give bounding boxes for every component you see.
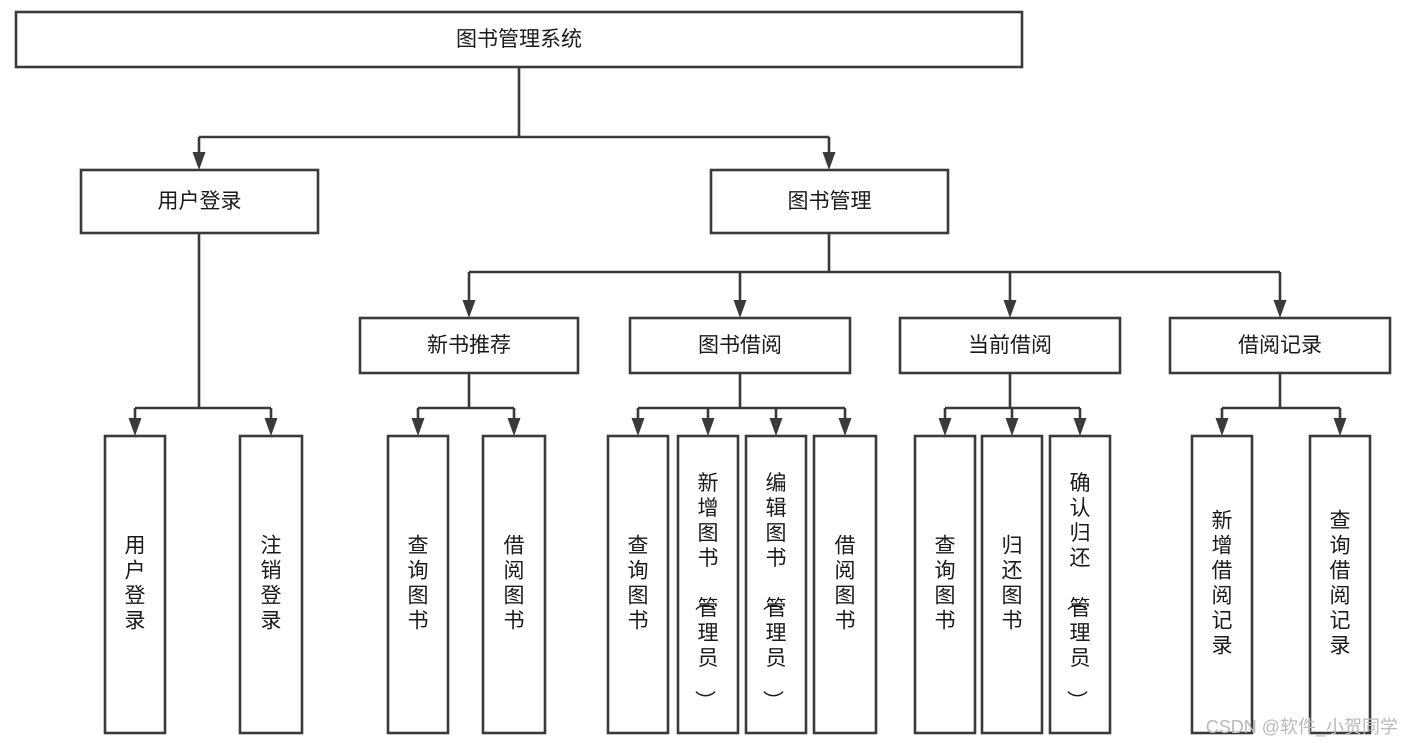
node-leaf-return-book[interactable]: 归还图书	[980, 434, 1044, 735]
node-box	[812, 434, 878, 735]
node-leaf-query-book-2[interactable]: 查询图书	[606, 434, 670, 735]
node-box	[1168, 316, 1392, 375]
node-leaf-logout[interactable]: 注销登录	[238, 434, 304, 735]
node-box	[676, 434, 740, 735]
node-label: 查询图书	[935, 535, 956, 633]
node-leaf-add-book[interactable]: 新增图书（管理员）	[676, 434, 740, 735]
node-label: 新书推荐	[427, 334, 511, 357]
node-label: 当前借阅	[968, 334, 1052, 357]
node-borrow-record[interactable]: 借阅记录	[1168, 316, 1392, 375]
node-box	[628, 316, 852, 375]
connector-new-book-rec	[411, 373, 521, 436]
node-label: 新增图书（管理员）	[693, 472, 719, 711]
node-label: 确认归还（管理员）	[1065, 472, 1091, 711]
node-box	[980, 434, 1044, 735]
node-box	[79, 168, 320, 235]
node-book-manage[interactable]: 图书管理	[709, 168, 950, 235]
node-leaf-confirm-return[interactable]: 确认归还（管理员）	[1048, 434, 1112, 735]
node-leaf-edit-book[interactable]: 编辑图书（管理员）	[744, 434, 808, 735]
node-user-login[interactable]: 用户登录	[79, 168, 320, 235]
node-box	[898, 316, 1122, 375]
node-box	[1308, 434, 1372, 735]
node-layer: 图书管理系统用户登录图书管理新书推荐图书借阅当前借阅借阅记录用户登录注销登录查询…	[14, 10, 1392, 735]
node-label: 编辑图书（管理员）	[761, 472, 787, 711]
connector-layer	[128, 67, 1347, 436]
node-box	[913, 434, 977, 735]
node-label: 查询图书	[408, 535, 429, 633]
watermark-label: CSDN @软件_小贺同学	[1206, 717, 1398, 738]
node-label: 借阅图书	[504, 535, 525, 633]
node-leaf-user-login[interactable]: 用户登录	[103, 434, 167, 735]
node-box	[1048, 434, 1112, 735]
connector-book-borrow	[631, 373, 852, 436]
node-leaf-query-record[interactable]: 查询借阅记录	[1308, 434, 1372, 735]
node-label: 新增借阅记录	[1212, 510, 1233, 658]
node-leaf-query-book-3[interactable]: 查询图书	[913, 434, 977, 735]
node-label: 归还图书	[1002, 535, 1023, 633]
node-root[interactable]: 图书管理系统	[14, 10, 1024, 69]
node-label: 借阅图书	[835, 535, 856, 633]
node-label: 注销登录	[261, 535, 282, 633]
node-label: 查询借阅记录	[1330, 510, 1351, 658]
connector-user-login	[128, 233, 278, 436]
node-label: 借阅记录	[1238, 334, 1322, 357]
node-book-borrow[interactable]: 图书借阅	[628, 316, 852, 375]
node-leaf-borrow-book-1[interactable]: 借阅图书	[481, 434, 547, 735]
node-leaf-query-book-1[interactable]: 查询图书	[386, 434, 450, 735]
node-label: 图书管理	[788, 190, 872, 213]
node-box	[709, 168, 950, 235]
node-leaf-add-record[interactable]: 新增借阅记录	[1190, 434, 1254, 735]
node-label: 图书借阅	[698, 334, 782, 357]
node-box	[386, 434, 450, 735]
node-box	[606, 434, 670, 735]
node-label: 用户登录	[125, 535, 146, 633]
node-box	[1190, 434, 1254, 735]
connector-book-manage	[462, 233, 1287, 318]
node-box	[14, 10, 1024, 69]
connector-borrow-record	[1215, 373, 1347, 436]
node-label: 用户登录	[158, 190, 242, 213]
node-leaf-borrow-book-2[interactable]: 借阅图书	[812, 434, 878, 735]
node-box	[238, 434, 304, 735]
node-label: 查询图书	[628, 535, 649, 633]
connector-current-borrow	[938, 373, 1087, 436]
node-new-book-rec[interactable]: 新书推荐	[358, 316, 580, 375]
node-label: 图书管理系统	[456, 28, 582, 51]
connector-root	[192, 67, 836, 170]
node-box	[358, 316, 580, 375]
node-current-borrow[interactable]: 当前借阅	[898, 316, 1122, 375]
node-box	[744, 434, 808, 735]
node-box	[103, 434, 167, 735]
node-box	[481, 434, 547, 735]
